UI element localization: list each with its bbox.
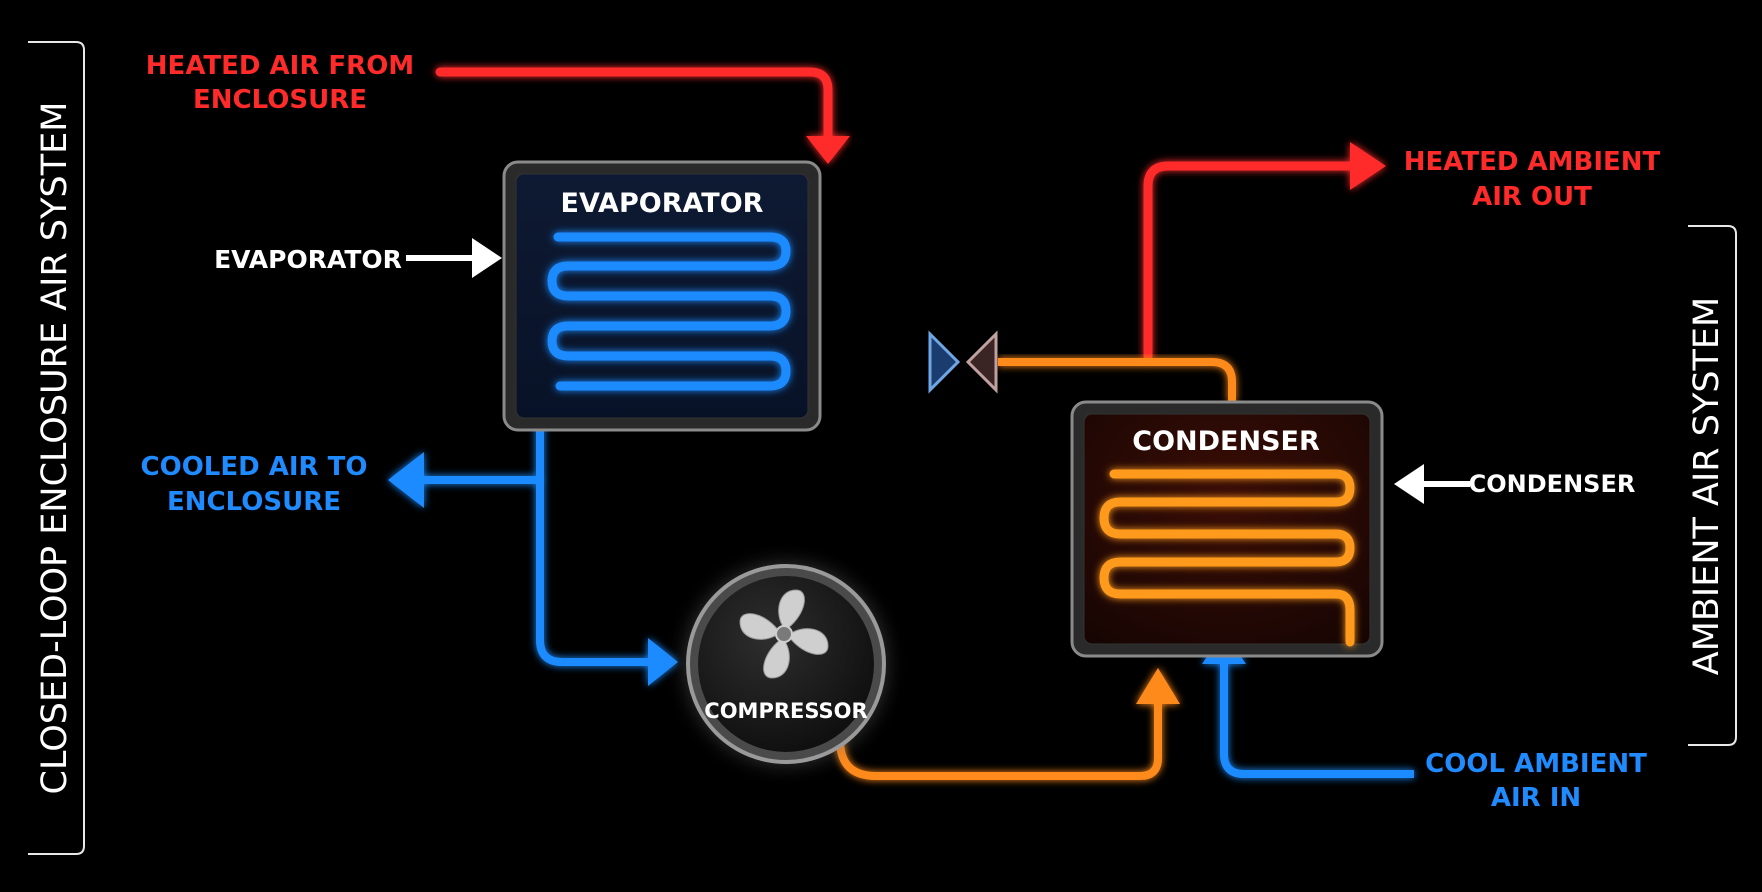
compressor-unit: COMPRESSOR — [686, 564, 886, 764]
heated-air-in-label-line2: ENCLOSURE — [193, 85, 367, 115]
right-panel-label: AMBIENT AIR SYSTEM — [1687, 297, 1727, 676]
fan-icon — [739, 589, 829, 679]
cooled-air-out-flow — [388, 452, 540, 508]
valve-to-condenser-line — [998, 358, 1236, 402]
evaporator-unit: EVAPORATOR — [502, 160, 822, 432]
evaporator-pointer-arrow — [406, 238, 502, 278]
condenser-coil — [1099, 469, 1355, 647]
evaporator-title: EVAPORATOR — [561, 188, 764, 219]
heated-ambient-out-label-line1: HEATED AMBIENT — [1404, 147, 1661, 177]
heated-ambient-out-label-line2: AIR OUT — [1472, 182, 1592, 212]
compressor-to-condenser-line — [836, 668, 1180, 780]
heated-air-in-arrowhead — [806, 136, 850, 164]
evaporator-to-compressor-line — [536, 384, 678, 686]
heated-ambient-out-arrowhead — [1350, 142, 1386, 190]
condenser-pointer-label: CONDENSER — [1469, 470, 1636, 498]
evaporator-pointer-label: EVAPORATOR — [214, 245, 402, 274]
right-panel-bracket — [1688, 225, 1737, 746]
left-panel-label: CLOSED-LOOP ENCLOSURE AIR SYSTEM — [35, 102, 75, 795]
valve-icon — [928, 330, 998, 394]
evaporator-coil — [547, 232, 791, 391]
cooled-air-out-arrowhead — [388, 452, 424, 508]
cooled-air-out-label-line2: ENCLOSURE — [167, 487, 341, 517]
heated-ambient-out-flow — [1143, 142, 1386, 361]
heated-air-in-flow — [435, 67, 850, 164]
compressor-label: COMPRESSOR — [704, 699, 867, 723]
cool-ambient-in-label-line2: AIR IN — [1491, 783, 1581, 813]
left-panel-bracket — [28, 41, 85, 855]
heated-air-in-label-line1: HEATED AIR FROM — [146, 51, 414, 81]
cool-ambient-in-label-line1: COOL AMBIENT — [1425, 749, 1647, 779]
cooled-air-out-label-line1: COOLED AIR TO — [141, 452, 368, 482]
condenser-unit: CONDENSER — [1070, 400, 1384, 658]
condenser-title: CONDENSER — [1132, 426, 1320, 457]
condenser-pointer-arrow — [1394, 464, 1470, 504]
